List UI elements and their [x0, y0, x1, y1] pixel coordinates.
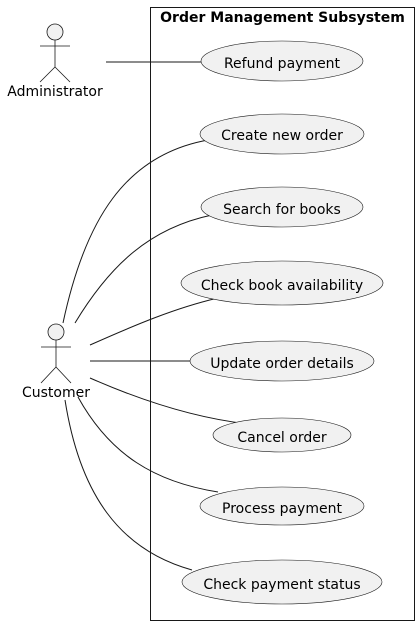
association-customer-cancel-order [89, 377, 249, 425]
use-cases: Refund payment Create new order Search f… [180, 40, 384, 605]
system-boundary-box [150, 7, 415, 621]
use-case-search-for-books-label: Search for books [223, 202, 341, 218]
use-case-refund-payment[interactable]: Refund payment [200, 40, 364, 82]
use-case-check-book-availability-label: Check book availability [201, 278, 363, 294]
association-customer-check-book-availability [89, 297, 219, 346]
use-case-cancel-order[interactable]: Cancel order [212, 417, 352, 453]
actor-administrator-label: Administrator [7, 84, 103, 100]
use-case-check-payment-status-label: Check payment status [203, 577, 360, 593]
associations [62, 61, 249, 571]
use-case-refund-payment-label: Refund payment [224, 56, 341, 72]
association-customer-create-new-order [62, 139, 209, 324]
actor-administrator: Administrator [7, 23, 103, 100]
use-case-update-order-details[interactable]: Update order details [189, 340, 375, 382]
actor-customer-figure-icon [40, 323, 72, 384]
use-case-create-new-order[interactable]: Create new order [199, 113, 365, 155]
use-case-search-for-books[interactable]: Search for books [200, 186, 364, 228]
association-customer-search-for-books [74, 214, 213, 324]
actor-customer-label: Customer [22, 385, 90, 401]
use-case-check-payment-status[interactable]: Check payment status [181, 559, 383, 605]
use-case-process-payment[interactable]: Process payment [199, 486, 365, 526]
association-customer-process-payment [77, 396, 219, 493]
use-case-process-payment-label: Process payment [222, 501, 342, 517]
actor-customer: Customer [22, 323, 90, 401]
use-case-check-book-availability[interactable]: Check book availability [180, 260, 384, 306]
use-case-cancel-order-label: Cancel order [237, 430, 326, 446]
association-customer-check-payment-status [64, 399, 193, 571]
actor-administrator-figure-icon [39, 23, 71, 83]
system-title: Order Management Subsystem [160, 10, 405, 26]
use-case-create-new-order-label: Create new order [221, 128, 343, 144]
system-boundary: Order Management Subsystem [150, 7, 415, 621]
use-case-update-order-details-label: Update order details [210, 356, 354, 372]
